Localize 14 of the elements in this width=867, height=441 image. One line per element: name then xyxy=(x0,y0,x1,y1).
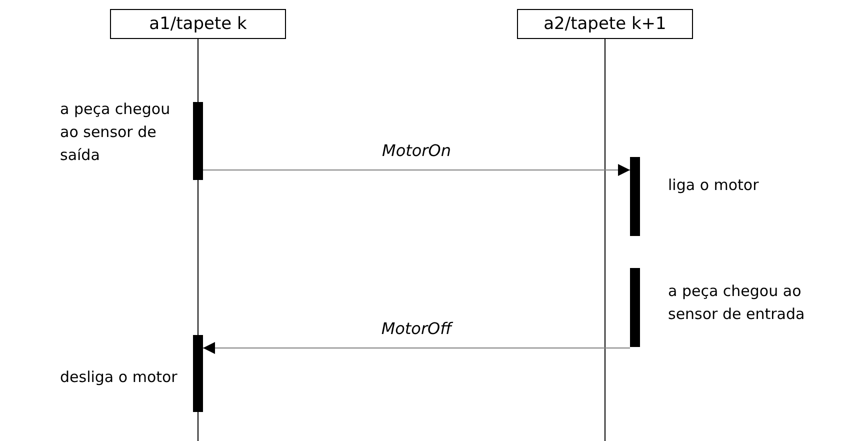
message-arrow xyxy=(202,342,630,354)
activation-bar xyxy=(630,157,640,236)
activation-note: liga o motor xyxy=(668,175,760,196)
header-label: a1/tapete k xyxy=(149,14,247,34)
lifeline-header-box xyxy=(517,9,693,39)
activation-note: desliga o motor xyxy=(60,367,178,388)
message-arrow xyxy=(202,164,630,176)
activation-bar xyxy=(193,335,203,412)
activation-note: a peça chegou ao sensor de saída xyxy=(60,99,172,166)
activation-bar xyxy=(193,102,203,180)
lifeline-header-box xyxy=(110,9,286,39)
activation-bar xyxy=(630,268,640,347)
header-label: a2/tapete k+1 xyxy=(544,14,666,34)
activation-note: a peça chegou ao sensor de entrada xyxy=(668,281,806,325)
